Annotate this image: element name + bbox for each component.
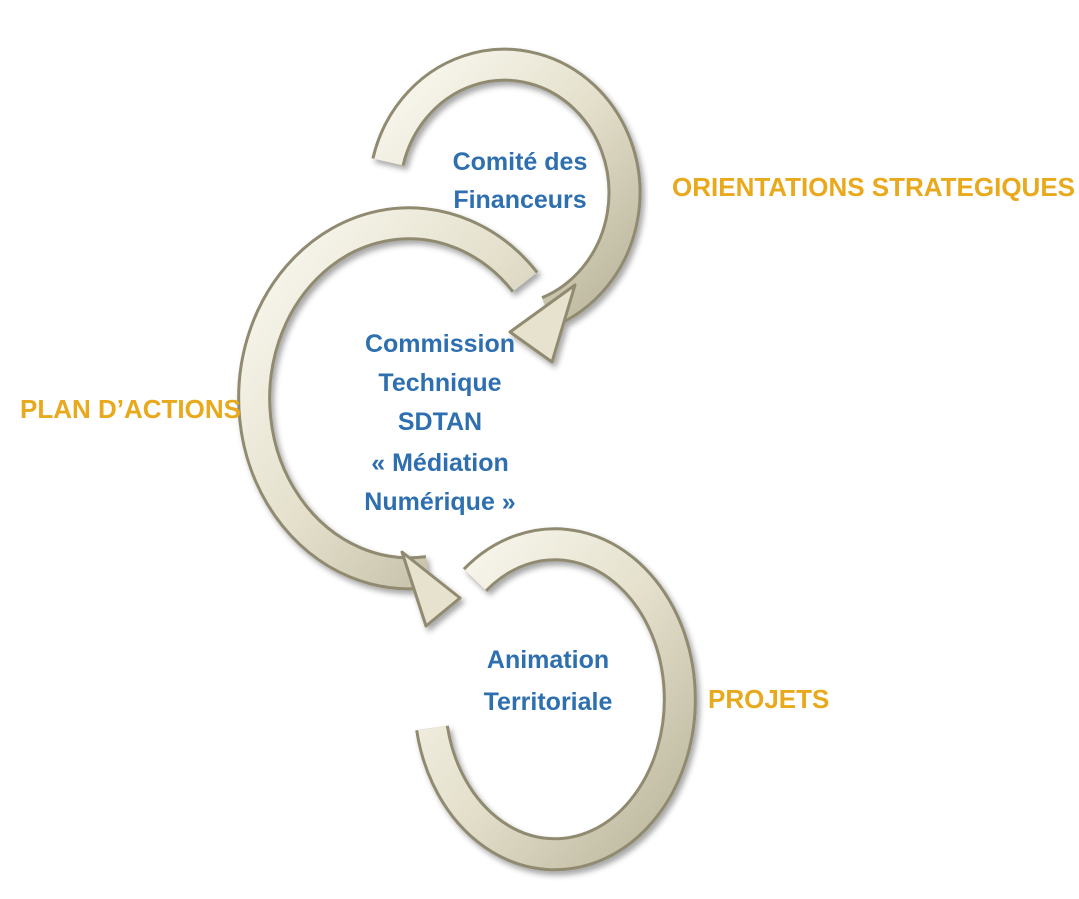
node-commission-line-1: Commission [365, 330, 515, 358]
arrow-ring-top-highlight [374, 50, 639, 325]
node-commission-line-3: SDTAN [398, 408, 482, 436]
node-animation-line-1: Animation [487, 646, 609, 674]
arrow-ring-middle-head [400, 550, 462, 628]
node-animation-label: Animation Territoriale [484, 646, 613, 716]
node-animation-line-2: Territoriale [484, 688, 613, 716]
label-projets: PROJETS [708, 684, 829, 714]
arrow-ring-bottom-highlight [418, 530, 694, 869]
label-orientations-strategiques: ORIENTATIONS STRATEGIQUES [672, 172, 1075, 202]
node-comite-label: Comité des Financeurs [453, 148, 588, 214]
node-commission-line-2: Technique [378, 369, 501, 397]
node-commission-line-5: Numérique » [364, 488, 515, 516]
label-plan-actions: PLAN D’ACTIONS [20, 394, 241, 424]
arrow-ring-middle [237, 206, 539, 628]
arrow-ring-top [371, 47, 642, 364]
node-comite-line-2: Financeurs [453, 186, 586, 214]
node-commission-line-4: « Médiation [371, 449, 509, 477]
node-comite-line-1: Comité des [453, 148, 588, 176]
arrow-ring-bottom [415, 527, 697, 872]
node-commission-label: Commission Technique SDTAN « Médiation N… [364, 330, 515, 516]
arrow-ring-top-head [508, 283, 577, 364]
arrow-ring-middle-highlight [240, 209, 536, 588]
